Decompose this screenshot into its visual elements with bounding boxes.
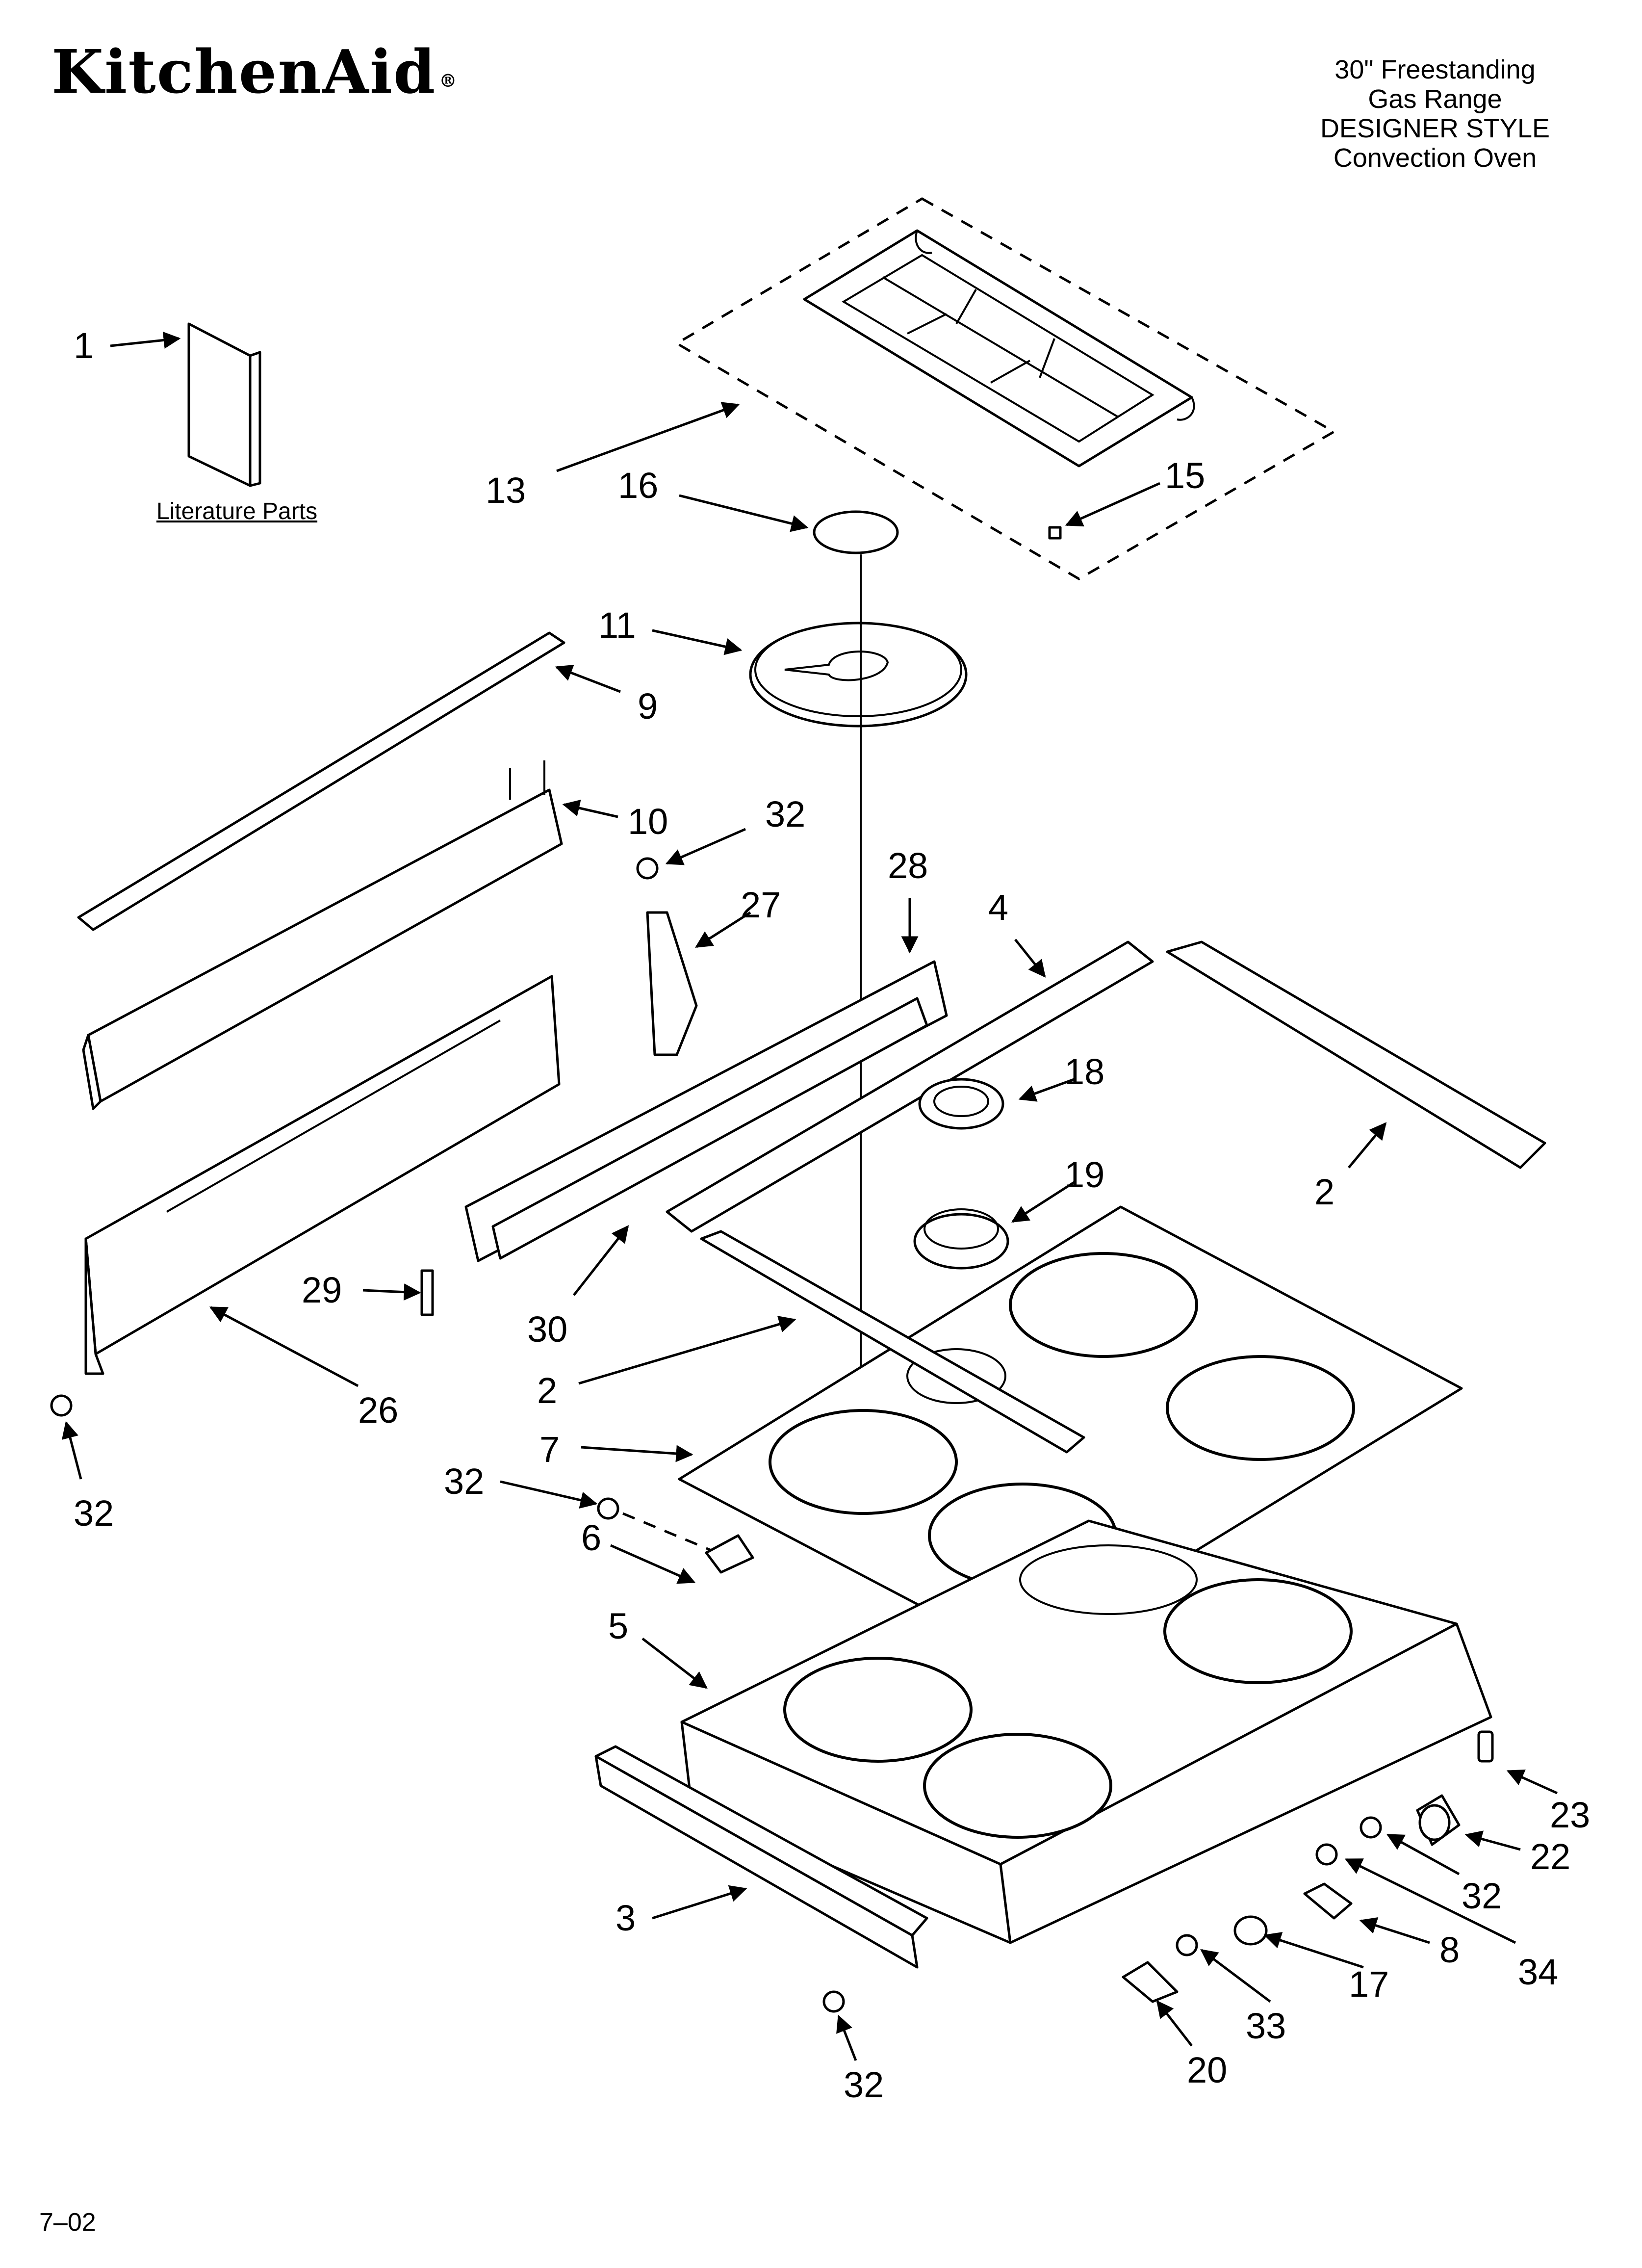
- front-trim: [594, 1745, 928, 1969]
- callout-17: 17: [1349, 1964, 1389, 2005]
- shield-strip: [491, 997, 928, 1260]
- callout-32-left: 32: [74, 1493, 114, 1534]
- screw-path-line: [622, 1512, 712, 1552]
- callout-6: 6: [581, 1517, 601, 1558]
- callout-34: 34: [1518, 1952, 1558, 1992]
- burner-base: [913, 1208, 1009, 1270]
- callout-30: 30: [527, 1309, 567, 1350]
- callout-23: 23: [1550, 1795, 1590, 1835]
- callout-13: 13: [486, 470, 526, 511]
- side-trim-right: [1166, 940, 1546, 1169]
- callout-20: 20: [1187, 2050, 1227, 2090]
- manifold-bracket: [82, 760, 563, 1110]
- callout-32-top: 32: [765, 794, 805, 834]
- orifice-clip: [705, 1534, 754, 1574]
- side-trim-front: [700, 1230, 1085, 1454]
- model-info: 30" Freestanding Gas Range DESIGNER STYL…: [1263, 55, 1607, 173]
- callout-16: 16: [618, 465, 658, 506]
- callout-19: 19: [1064, 1154, 1104, 1195]
- burner-cap: [813, 510, 899, 554]
- logo-text: KitchenAid: [51, 36, 436, 107]
- callout-32-right: 32: [1462, 1876, 1502, 1916]
- trim-rail: [77, 631, 565, 931]
- burner-head: [918, 1078, 1004, 1130]
- side-trim-rear: [666, 940, 1154, 1233]
- callout-8: 8: [1439, 1929, 1460, 1970]
- callout-28: 28: [888, 845, 928, 886]
- literature-booklet: [187, 322, 261, 487]
- callout-32-mid: 32: [444, 1461, 484, 1502]
- callout-11: 11: [598, 605, 636, 646]
- burner-box: [680, 1519, 1492, 1944]
- callout-2-right: 2: [1314, 1172, 1334, 1212]
- rear-panel: [84, 975, 561, 1375]
- callout-18: 18: [1064, 1051, 1104, 1092]
- callout-33: 33: [1246, 2006, 1286, 2046]
- callout-9: 9: [638, 686, 658, 727]
- bracket: [646, 911, 698, 1056]
- valve-parts: [1122, 1730, 1494, 2003]
- model-line-4: Convection Oven: [1333, 143, 1537, 173]
- burner-base-plate: [749, 622, 968, 728]
- screws: [50, 857, 1382, 2013]
- footer-code: 7–02: [39, 2208, 96, 2237]
- model-line-3: DESIGNER STYLE: [1320, 114, 1550, 143]
- model-line-1: 30" Freestanding: [1334, 55, 1536, 84]
- callout-numbers: 1 13 16 15 11 9 10 32 28 27 4 18 19 2 29…: [74, 325, 1590, 2105]
- callout-10: 10: [628, 801, 668, 842]
- callout-26: 26: [358, 1390, 398, 1431]
- callout-15: 15: [1165, 455, 1205, 496]
- callout-32-bottom: 32: [844, 2064, 884, 2105]
- callout-22: 22: [1530, 1836, 1570, 1877]
- callout-3: 3: [616, 1898, 636, 1938]
- callout-7: 7: [539, 1429, 560, 1470]
- callout-1: 1: [74, 325, 94, 366]
- literature-parts-label: Literature Parts: [156, 498, 318, 524]
- callout-4: 4: [988, 887, 1008, 928]
- clip: [420, 1269, 434, 1316]
- burner-grate: [674, 197, 1337, 580]
- callout-29: 29: [302, 1270, 342, 1310]
- callout-27: 27: [741, 885, 781, 925]
- callout-2-front: 2: [537, 1370, 557, 1411]
- leader-lines: [62, 331, 1558, 2061]
- kitchenaid-logo: KitchenAid®: [51, 42, 458, 102]
- registered-mark: ®: [439, 71, 458, 91]
- model-line-2: Gas Range: [1368, 84, 1502, 114]
- callout-5: 5: [608, 1606, 628, 1646]
